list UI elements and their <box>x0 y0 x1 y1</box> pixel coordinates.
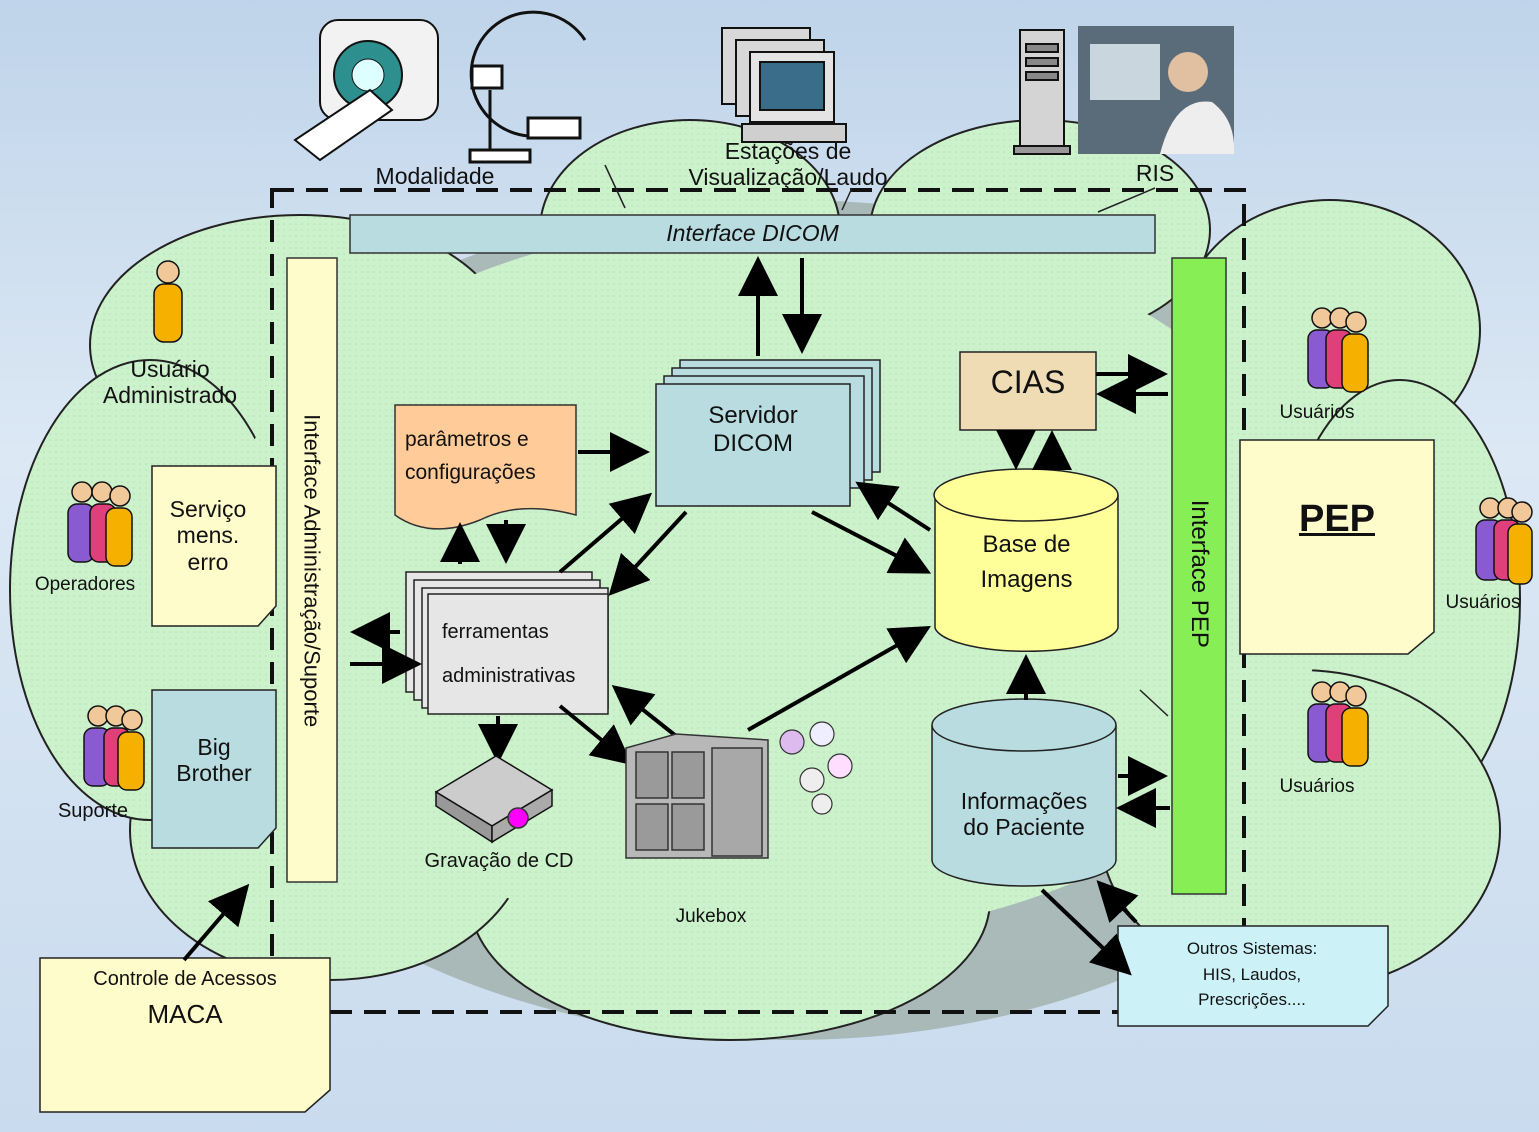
pep-label: PEP <box>1298 498 1376 540</box>
parametros-label: parâmetros e configurações <box>405 428 536 484</box>
operadores-label: Operadores <box>34 574 136 595</box>
usuarios-top-icon <box>1307 307 1369 393</box>
connector-arrows <box>182 256 1170 976</box>
servidor-dicom-shape <box>655 359 881 507</box>
operadores-icon <box>67 481 133 567</box>
servidor-label: Servidor DICOM <box>708 402 798 457</box>
big-brother-label: Big Brother <box>176 734 252 787</box>
cias-shape <box>959 351 1097 431</box>
interface-pep-label: Interface PEP <box>1185 499 1213 648</box>
server-tower-icon <box>1013 29 1071 155</box>
thin-connectors <box>604 164 1169 717</box>
c-arm-icon <box>468 10 587 164</box>
ferramentas-shape <box>405 571 609 715</box>
usuarios-mid-icon <box>1475 497 1533 585</box>
suporte-label: Suporte <box>57 800 129 822</box>
mri-icon <box>293 19 439 162</box>
cd-burner-icon <box>434 755 554 844</box>
big-brother-shape <box>151 689 277 849</box>
outros-shape <box>1117 925 1389 1027</box>
jukebox-icon <box>625 733 769 859</box>
outros-label: Outros Sistemas: HIS, Laudos, Prescriçõe… <box>1186 939 1318 1009</box>
interface-admin-bar <box>286 257 338 883</box>
base-imagens-shape <box>933 468 1119 653</box>
discs-icon <box>779 721 853 815</box>
suporte-icon <box>83 705 145 791</box>
controle-sub-label: MACA <box>147 999 223 1029</box>
ferramentas-label: ferramentas administrativas <box>442 621 576 687</box>
interface-admin-label: Interface Administração/Suporte <box>299 414 325 728</box>
interface-pep-bar <box>1171 257 1227 895</box>
gravacao-label: Gravação de CD <box>424 850 574 872</box>
interface-dicom-bar <box>349 214 1156 254</box>
servico-label: Serviço mens. erro <box>169 496 247 575</box>
controle-title-label: Controle de Acessos <box>93 968 277 990</box>
usuarios-top-label: Usuários <box>1279 402 1355 423</box>
controle-shape <box>39 957 331 1113</box>
usuario-admin-icon <box>153 260 183 343</box>
usuario-admin-label: Usuário Administrado <box>102 356 238 409</box>
interface-dicom-label: Interface DICOM <box>666 220 839 246</box>
parametros-shape <box>394 404 577 530</box>
cias-label: CIAS <box>990 364 1066 400</box>
informacoes-label: Informações do Paciente <box>960 788 1088 841</box>
servico-shape <box>151 465 277 627</box>
ris-user-photo <box>1078 26 1235 154</box>
estacoes-label: Estações de Visualização/Laudo <box>688 138 888 191</box>
jukebox-label: Jukebox <box>675 906 747 927</box>
pep-shape <box>1239 439 1435 655</box>
usuarios-mid-label: Usuários <box>1445 592 1521 613</box>
usuarios-bot-label: Usuários <box>1279 776 1355 797</box>
usuarios-bot-icon <box>1307 681 1369 767</box>
info-paciente-shape <box>931 698 1117 887</box>
ris-label: RIS <box>1135 160 1175 186</box>
base-imagens-label: Base de Imagens <box>980 531 1073 593</box>
modalidade-label: Modalidade <box>375 163 495 189</box>
workstation-icon <box>721 27 847 143</box>
